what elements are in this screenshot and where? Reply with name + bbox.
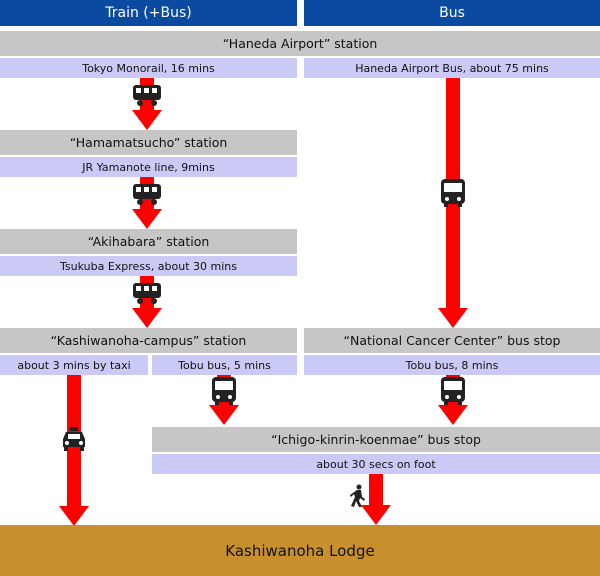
train-bus-header: Train (+Bus) [0, 0, 297, 26]
route-tsukuba-express: Tsukuba Express, about 30 mins [0, 256, 297, 276]
destination-kashiwanoha-lodge: Kashiwanoha Lodge [0, 525, 600, 576]
route-tobu-bus-5: Tobu bus, 5 mins [152, 355, 297, 375]
train-icon [131, 182, 163, 206]
station-kashiwanoha-campus: “Kashiwanoha-campus” station [0, 328, 297, 353]
train-icon [131, 281, 163, 305]
bus-icon [440, 376, 466, 406]
walking-person-icon [348, 484, 368, 508]
arrow-tsukuba-head [132, 308, 162, 328]
bus-icon [211, 376, 237, 406]
route-tokyo-monorail: Tokyo Monorail, 16 mins [0, 58, 297, 78]
arrow-taxi-head [59, 506, 89, 526]
route-on-foot: about 30 secs on foot [152, 454, 600, 474]
arrow-tobu-8-head [438, 405, 468, 425]
train-icon [131, 83, 163, 107]
station-ichigo-kinrin-koenmae: “Ichigo-kinrin-koenmae” bus stop [152, 427, 600, 452]
route-haneda-airport-bus: Haneda Airport Bus, about 75 mins [304, 58, 600, 78]
arrow-yamanote-head [132, 209, 162, 229]
route-tobu-bus-8: Tobu bus, 8 mins [304, 355, 600, 375]
station-akihabara: “Akihabara” station [0, 229, 297, 254]
station-haneda-airport: “Haneda Airport” station [0, 31, 600, 56]
arrow-tobu-5-head [209, 405, 239, 425]
station-national-cancer-center: “National Cancer Center” bus stop [304, 328, 600, 353]
bus-icon [440, 178, 466, 208]
taxi-icon [61, 426, 87, 452]
arrow-foot-shaft [369, 474, 383, 507]
route-taxi: about 3 mins by taxi [0, 355, 148, 375]
bus-header: Bus [304, 0, 600, 26]
arrow-monorail-head [132, 110, 162, 130]
arrow-foot-head [361, 505, 391, 525]
arrow-airport-bus-head [438, 308, 468, 328]
route-jr-yamanote: JR Yamanote line, 9mins [0, 157, 297, 177]
station-hamamatsucho: “Hamamatsucho” station [0, 130, 297, 155]
